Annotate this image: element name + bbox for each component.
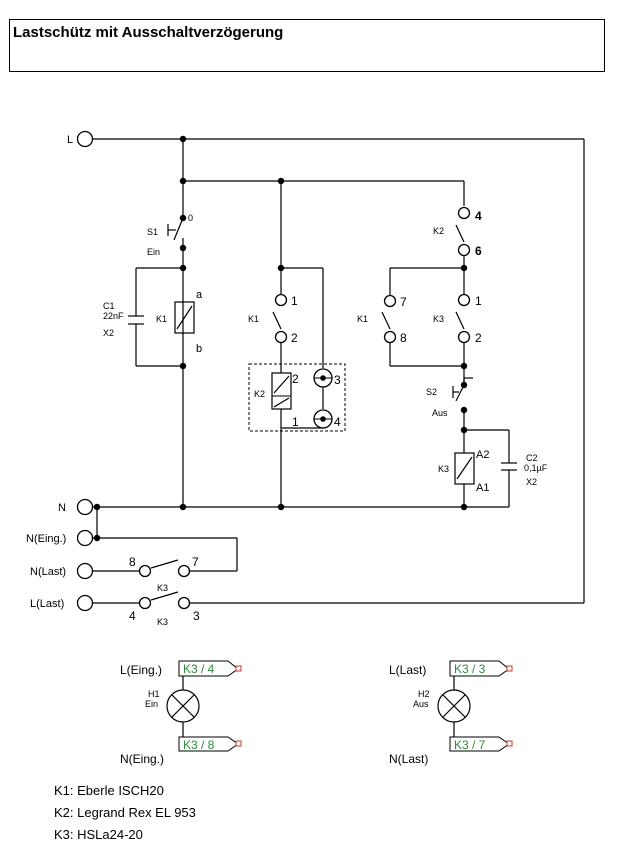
contact-K3-1-2: 1 2 K3 bbox=[433, 293, 482, 345]
svg-text:7: 7 bbox=[192, 555, 199, 569]
terminal-L-last: L(Last) bbox=[30, 594, 94, 612]
svg-text:K1: K1 bbox=[357, 314, 368, 324]
svg-text:N(Eing.): N(Eing.) bbox=[120, 752, 164, 766]
legend-item-K3: K3: HSLa24-20 bbox=[54, 827, 143, 842]
svg-text:A2: A2 bbox=[476, 449, 489, 461]
svg-text:6: 6 bbox=[475, 244, 482, 258]
capacitor-C2: C2 0,1µF X2 bbox=[501, 453, 548, 487]
contact-K1-7-8: 7 8 K1 bbox=[357, 294, 407, 345]
svg-text:2: 2 bbox=[292, 372, 299, 386]
title-box bbox=[9, 19, 605, 72]
svg-text:N(Eing.): N(Eing.) bbox=[26, 533, 66, 545]
svg-text:K3 / 8: K3 / 8 bbox=[183, 738, 215, 752]
ref-tag-H2-bottom: K3 / 7 bbox=[449, 736, 513, 752]
svg-text:S1: S1 bbox=[147, 227, 158, 237]
svg-text:3: 3 bbox=[334, 373, 341, 387]
svg-text:0,1µF: 0,1µF bbox=[524, 463, 548, 473]
svg-text:L: L bbox=[67, 134, 73, 146]
svg-text:1: 1 bbox=[292, 415, 299, 429]
svg-text:N(Last): N(Last) bbox=[389, 752, 428, 766]
terminal-L: L bbox=[67, 130, 94, 148]
relay-K2: K2 2 1 3 4 bbox=[248, 363, 346, 432]
terminal-N-eing: N(Eing.) bbox=[26, 529, 94, 547]
svg-text:3: 3 bbox=[193, 609, 200, 623]
svg-text:K3: K3 bbox=[157, 617, 168, 627]
svg-text:L(Eing.): L(Eing.) bbox=[120, 663, 162, 677]
junctions bbox=[93, 135, 468, 542]
legend-item-K1: K1: Eberle ISCH20 bbox=[54, 783, 164, 798]
svg-text:Aus: Aus bbox=[432, 408, 448, 418]
contact-K3-4-3: K3 K3 4 3 bbox=[129, 583, 200, 627]
lamp-H2: L(Last) N(Last) H2 Aus K3 / 3 K3 / 7 bbox=[389, 660, 513, 766]
coil-K3: K3 A2 A1 bbox=[438, 449, 489, 494]
svg-text:K3: K3 bbox=[433, 314, 444, 324]
svg-text:22nF: 22nF bbox=[103, 311, 124, 321]
contact-K3-8-7: 8 7 bbox=[129, 555, 199, 578]
switch-S2: S2 Aus bbox=[426, 377, 473, 418]
svg-text:Ein: Ein bbox=[145, 699, 158, 709]
wiring bbox=[93, 138, 585, 604]
svg-text:N(Last): N(Last) bbox=[30, 566, 66, 578]
ref-tag-H1-top: K3 / 4 bbox=[178, 660, 242, 677]
svg-text:X2: X2 bbox=[526, 477, 537, 487]
svg-text:K3: K3 bbox=[157, 583, 168, 593]
svg-text:4: 4 bbox=[475, 209, 482, 223]
svg-text:2: 2 bbox=[291, 331, 298, 345]
svg-text:a: a bbox=[196, 289, 203, 301]
lamp-H1: L(Eing.) N(Eing.) H1 Ein K3 / 4 K3 / 8 bbox=[120, 660, 242, 766]
svg-text:7: 7 bbox=[400, 295, 407, 309]
svg-text:H1: H1 bbox=[148, 689, 160, 699]
contact-K2-4-6: 4 6 K2 bbox=[433, 206, 482, 258]
svg-text:2: 2 bbox=[475, 331, 482, 345]
svg-text:C2: C2 bbox=[526, 453, 538, 463]
svg-text:K1: K1 bbox=[156, 314, 167, 324]
legend-item-K2: K2: Legrand Rex EL 953 bbox=[54, 805, 196, 820]
contact-K1-1-2: 1 2 K1 bbox=[248, 293, 298, 345]
svg-text:A1: A1 bbox=[476, 482, 489, 494]
svg-text:K3: K3 bbox=[438, 464, 449, 474]
terminal-N-last: N(Last) bbox=[30, 562, 94, 580]
svg-text:Aus: Aus bbox=[413, 699, 429, 709]
capacitor-C1: C1 22nF X2 bbox=[103, 301, 144, 338]
svg-text:0: 0 bbox=[188, 213, 193, 223]
svg-text:K3 / 4: K3 / 4 bbox=[183, 662, 215, 676]
switch-S1: 0 S1 Ein bbox=[147, 213, 193, 257]
svg-text:K2: K2 bbox=[254, 389, 265, 399]
ref-tag-H2-top: K3 / 3 bbox=[449, 660, 513, 677]
svg-text:N: N bbox=[58, 502, 66, 514]
svg-text:H2: H2 bbox=[418, 689, 430, 699]
ref-tag-H1-bottom: K3 / 8 bbox=[178, 736, 242, 752]
page-title: Lastschütz mit Ausschaltverzögerung bbox=[13, 24, 284, 41]
svg-text:1: 1 bbox=[291, 294, 298, 308]
svg-text:K2: K2 bbox=[433, 226, 444, 236]
svg-text:b: b bbox=[196, 343, 202, 355]
svg-text:8: 8 bbox=[400, 331, 407, 345]
svg-text:L(Last): L(Last) bbox=[30, 598, 64, 610]
terminal-N: N bbox=[58, 498, 94, 516]
svg-text:K3 / 3: K3 / 3 bbox=[454, 662, 486, 676]
coil-K1: K1 a b bbox=[156, 289, 203, 355]
svg-text:X2: X2 bbox=[103, 328, 114, 338]
svg-text:8: 8 bbox=[129, 555, 136, 569]
svg-text:C1: C1 bbox=[103, 301, 115, 311]
svg-text:S2: S2 bbox=[426, 387, 437, 397]
svg-text:L(Last): L(Last) bbox=[389, 663, 426, 677]
svg-text:4: 4 bbox=[334, 415, 341, 429]
svg-text:Ein: Ein bbox=[147, 247, 160, 257]
svg-text:1: 1 bbox=[475, 294, 482, 308]
component-legend: K1: Eberle ISCH20 K2: Legrand Rex EL 953… bbox=[54, 780, 196, 846]
svg-text:K1: K1 bbox=[248, 314, 259, 324]
svg-text:4: 4 bbox=[129, 609, 136, 623]
svg-text:K3 / 7: K3 / 7 bbox=[454, 738, 486, 752]
